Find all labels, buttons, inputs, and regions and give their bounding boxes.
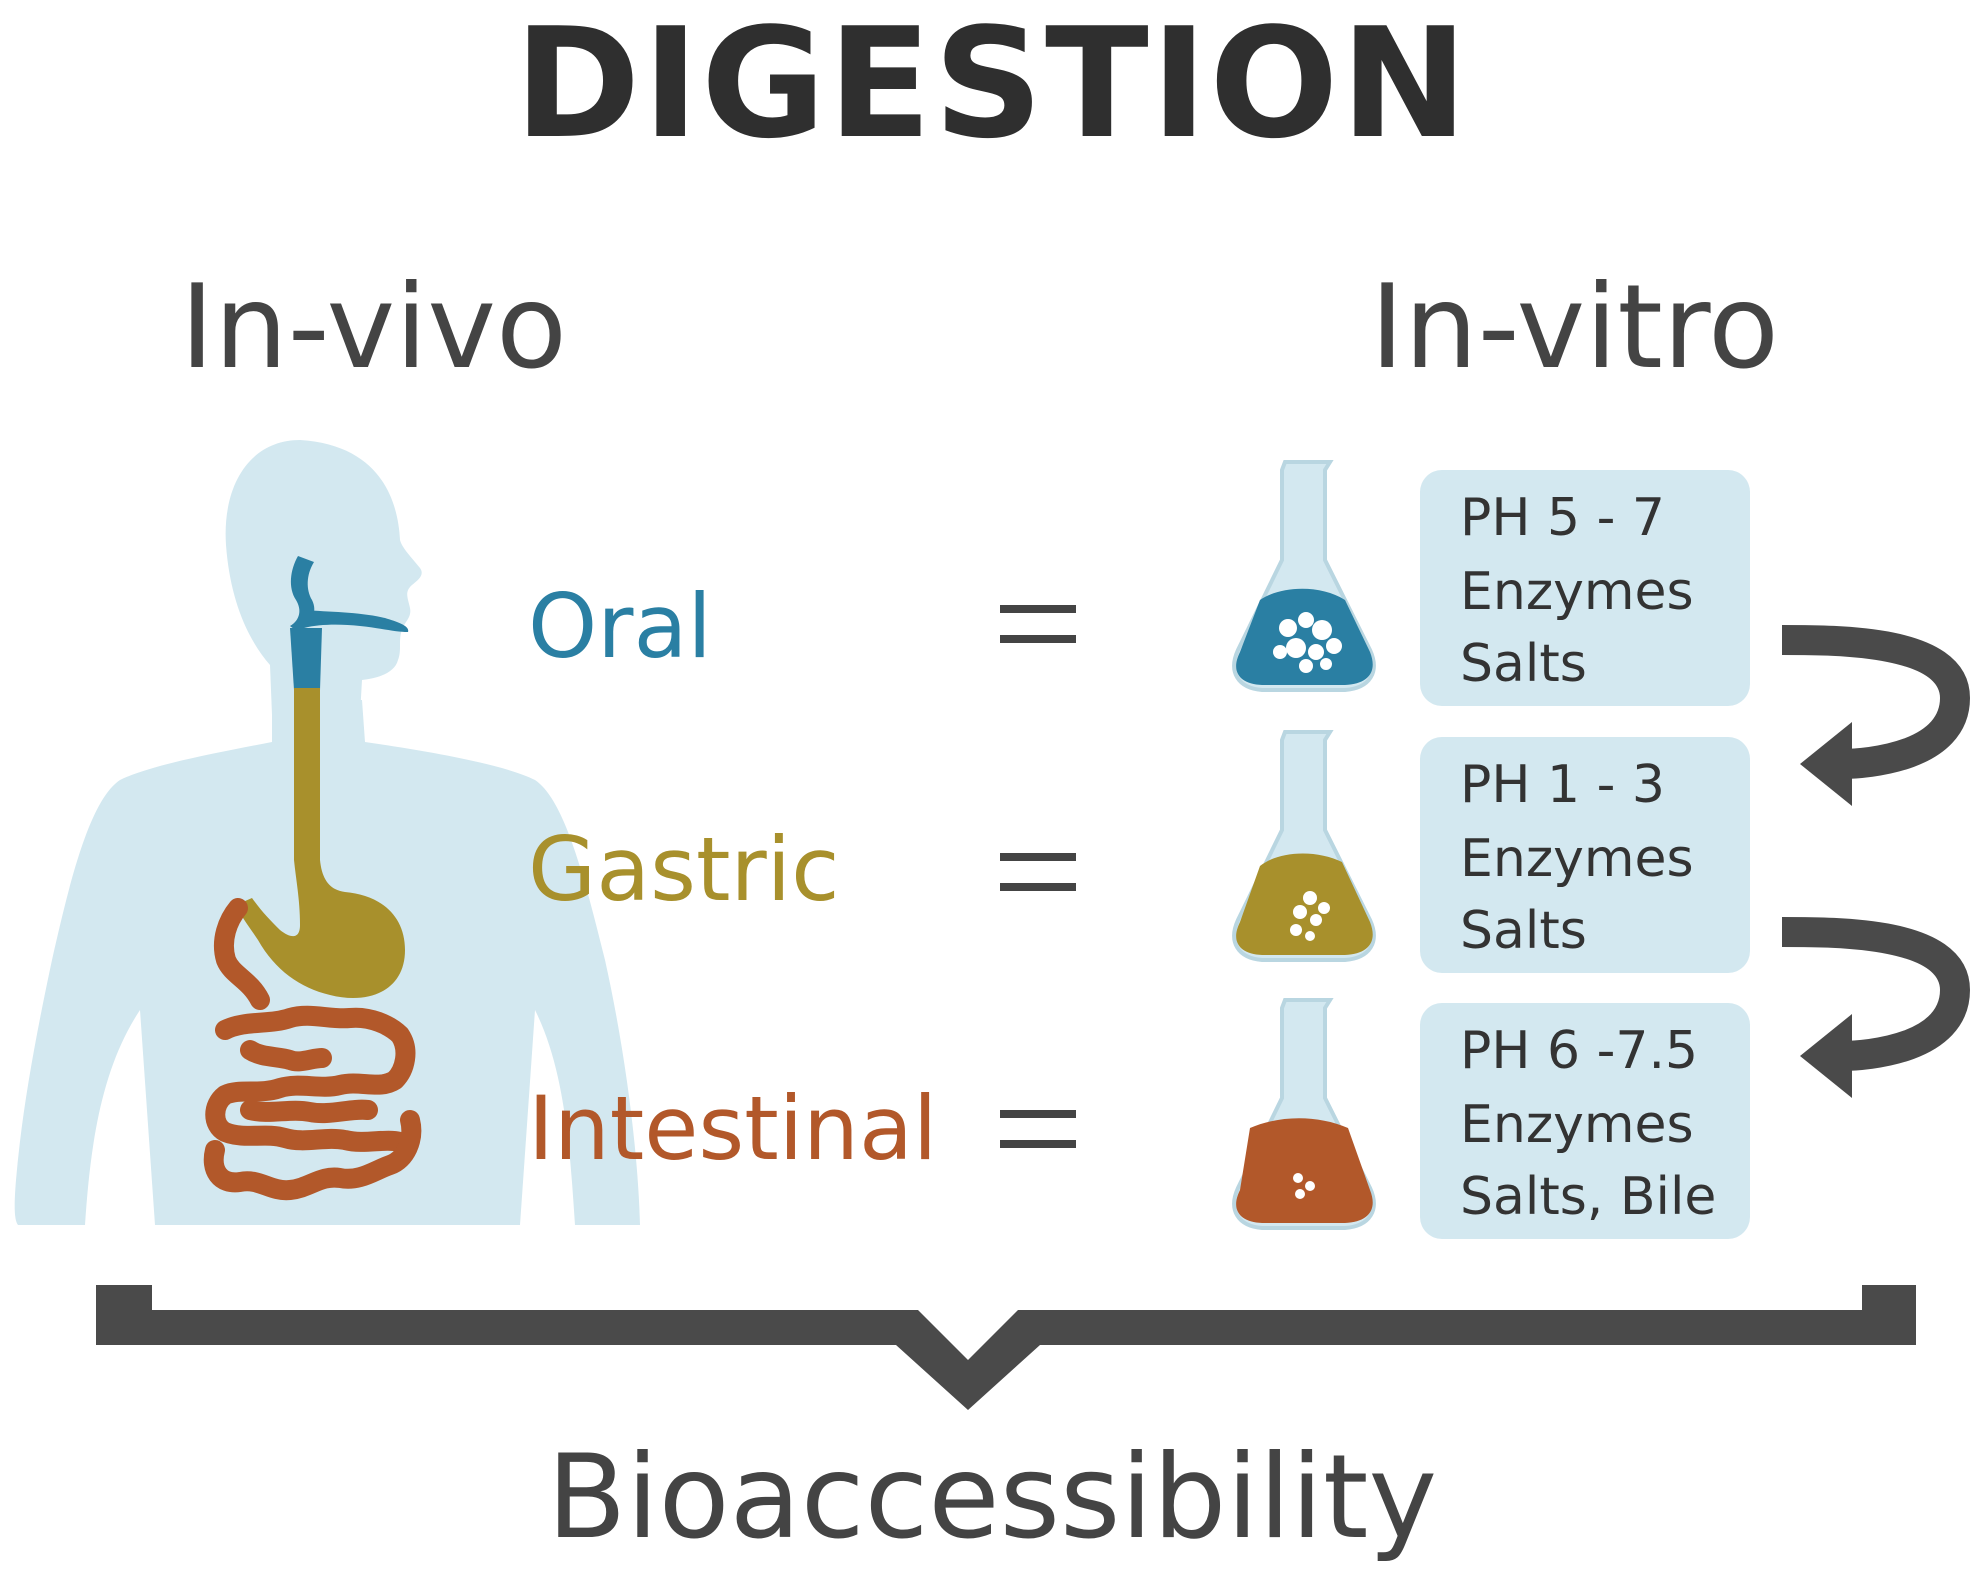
flask-icon <box>1232 998 1376 1230</box>
stage-label-intestinal: Intestinal <box>528 1077 938 1180</box>
condition-enzymes: Enzymes <box>1460 1095 1694 1155</box>
stage-label-oral: Oral <box>528 575 712 678</box>
curved-arrow-icon <box>1781 917 1971 1098</box>
condition-enzymes: Enzymes <box>1460 562 1694 622</box>
flask-icon <box>1232 460 1376 692</box>
page-title: DIGESTION <box>514 0 1470 172</box>
condition-salts-bile: Salts, Bile <box>1460 1167 1717 1227</box>
conditions-box-intestinal: PH 6 -7.5 Enzymes Salts, Bile <box>1420 1003 1750 1239</box>
flask-icon <box>1232 730 1376 962</box>
condition-salts: Salts <box>1460 634 1587 694</box>
condition-ph: PH 5 - 7 <box>1460 488 1665 548</box>
curved-arrow-icon <box>1781 625 1971 806</box>
condition-enzymes: Enzymes <box>1460 829 1694 889</box>
condition-ph: PH 1 - 3 <box>1460 755 1665 815</box>
conditions-box-oral: PH 5 - 7 Enzymes Salts <box>1420 470 1750 706</box>
heading-in-vitro: In-vitro <box>1370 260 1779 395</box>
equals-sign-icon <box>1000 853 1076 891</box>
condition-ph: PH 6 -7.5 <box>1460 1021 1699 1081</box>
conditions-box-gastric: PH 1 - 3 Enzymes Salts <box>1420 737 1750 973</box>
condition-salts: Salts <box>1460 901 1587 961</box>
equals-sign-icon <box>1000 1110 1076 1148</box>
bracket-icon <box>96 1285 1916 1410</box>
heading-in-vivo: In-vivo <box>180 260 567 395</box>
stage-label-gastric: Gastric <box>528 818 840 921</box>
equals-sign-icon <box>1000 605 1076 643</box>
footer-label: Bioaccessibility <box>546 1430 1438 1565</box>
